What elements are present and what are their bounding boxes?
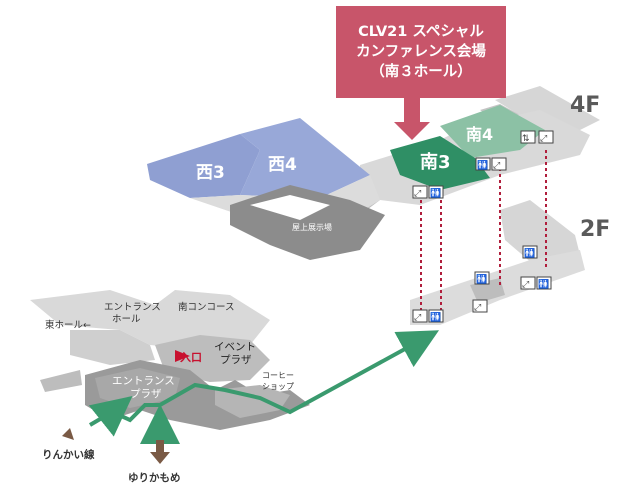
callout-line-2: カンファレンス会場 [356, 44, 486, 60]
callout-line-3: （南３ホール） [370, 64, 472, 80]
svg-text:🚻: 🚻 [430, 311, 441, 323]
svg-text:⤢: ⤢ [413, 189, 421, 199]
entrance-hall-label-line1: エントランス [104, 302, 161, 313]
floor-connector-lines [420, 150, 547, 310]
svg-text:⤢: ⤢ [521, 280, 529, 290]
south-3-hall-shape [390, 136, 490, 190]
lower-floor-shapes [410, 200, 585, 325]
south-concourse-label: 南コンコース [178, 301, 235, 313]
conference-venue-callout: CLV21 スペシャル カンファレンス会場 （南３ホール） [336, 6, 506, 98]
rinkai-line-arrow-icon [62, 426, 88, 440]
entrance-plaza-label: エントランス プラザ [112, 375, 178, 400]
coffee-shop-label-line2: ショップ [262, 382, 294, 391]
entrance-hall-label-line2: ホール [112, 314, 141, 325]
entrance-plaza-label-line2: プラザ [130, 388, 162, 400]
floor-label-2f: 2F [580, 217, 610, 242]
east-hall-label: 東ホール← [45, 319, 91, 331]
facility-icons: ⤢ 🚻 🚻 ⤢ ⇅ ⤢ 🚻 🚻 ⤢ 🚻 ⤢ ⤢ 🚻 [412, 130, 554, 323]
west-3-hall-shape [147, 134, 260, 198]
entrance-label: 入口 [180, 351, 202, 364]
hall-south-4-label: 南4 [466, 125, 493, 144]
event-plaza-label: イベント プラザ [214, 341, 259, 366]
callout-pointer-icon [394, 96, 430, 140]
hall-west-4-label: 西4 [268, 155, 297, 175]
ground-floor-shapes [30, 290, 310, 430]
escalator-icon: ⤢ [412, 185, 428, 199]
rooftop-label: 屋上展示場 [292, 222, 332, 232]
svg-text:🚻: 🚻 [538, 278, 549, 290]
restroom-icon: 🚻 [475, 157, 491, 171]
escalator-icon: ⤢ [491, 157, 507, 171]
svg-text:⤢: ⤢ [539, 134, 547, 144]
svg-text:⇅: ⇅ [522, 134, 530, 144]
hall-west-3-label: 西3 [196, 163, 225, 183]
svg-text:⤢: ⤢ [413, 313, 421, 323]
entrance-hall-label: エントランス ホール [104, 302, 164, 325]
elevator-icon: ⇅ [520, 130, 536, 144]
south-4-hall-shape [440, 105, 545, 158]
escalator-icon: ⤢ [472, 299, 488, 313]
hall-south-3-label: 南3 [420, 151, 451, 173]
restroom-icon: 🚻 [536, 276, 552, 290]
svg-text:⤢: ⤢ [492, 161, 500, 171]
svg-text:🚻: 🚻 [477, 159, 488, 171]
restroom-icon: 🚻 [474, 271, 490, 285]
escalator-icon: ⤢ [520, 276, 536, 290]
event-plaza-label-line2: プラザ [220, 354, 252, 366]
rinkai-line-label: りんかい線 [42, 448, 95, 461]
floor-label-4f: 4F [570, 93, 600, 118]
restroom-icon: 🚻 [522, 245, 538, 259]
escalator-icon: ⤢ [538, 130, 554, 144]
svg-text:🚻: 🚻 [430, 187, 441, 199]
entrance-marker-icon [175, 350, 190, 362]
yurikamome-label: ゆりかもめ [128, 472, 181, 484]
coffee-shop-label: コーヒー ショップ [262, 371, 297, 391]
restroom-icon: 🚻 [428, 309, 444, 323]
svg-text:🚻: 🚻 [476, 273, 487, 285]
svg-text:⤢: ⤢ [473, 303, 481, 313]
event-plaza-label-line1: イベント [214, 341, 256, 353]
yurikamome-arrow-icon [150, 440, 170, 464]
walking-route-branch-left [88, 396, 133, 437]
escalator-icon: ⤢ [412, 309, 428, 323]
west-4-hall-shape [240, 118, 370, 198]
entrance-plaza-label-line1: エントランス [112, 375, 175, 387]
restroom-icon: 🚻 [428, 185, 444, 199]
svg-text:🚻: 🚻 [524, 247, 535, 259]
callout-line-1: CLV21 スペシャル [358, 24, 484, 40]
coffee-shop-label-line1: コーヒー [262, 371, 294, 380]
